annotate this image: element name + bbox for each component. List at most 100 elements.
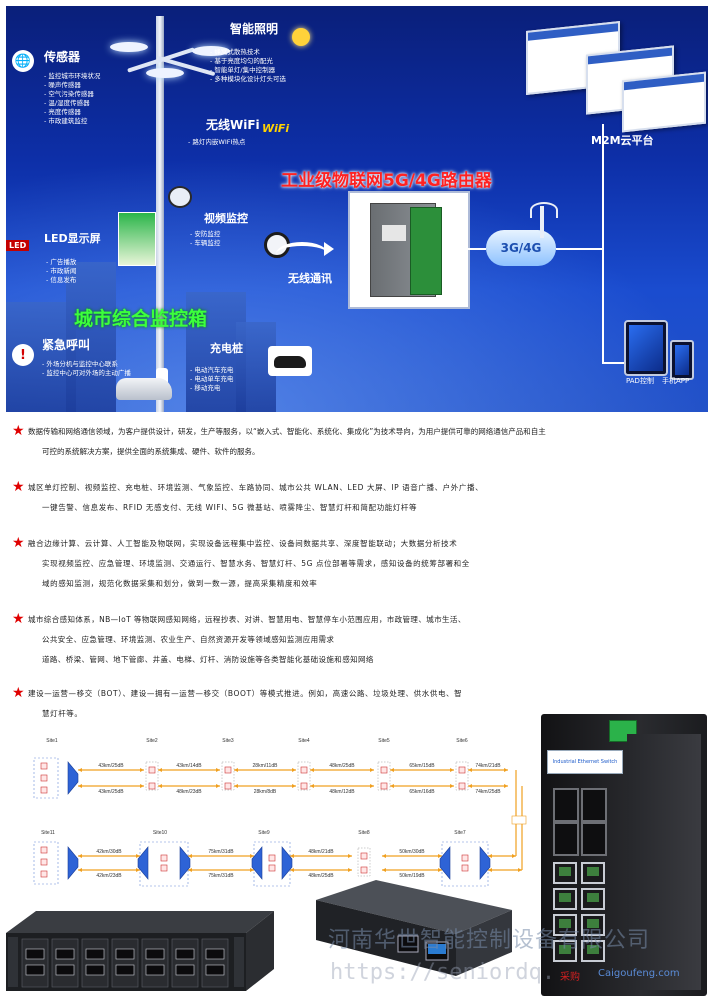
fiber-bottom-upper-arrow bbox=[290, 854, 294, 858]
site1-port bbox=[40, 762, 48, 770]
watermark-company: 河南华世智能控制设备有限公司 bbox=[328, 928, 651, 953]
link-label: 65km/16dB bbox=[409, 789, 435, 795]
site-label: Site11 bbox=[41, 830, 55, 836]
fiber-bottom-lower-arrow bbox=[348, 868, 352, 872]
sensor-list: 监控城市环境状况 噪声传感器 空气污染传感器 温/湿度传感器 亮度传感器 市政建… bbox=[44, 72, 100, 126]
sfp-port bbox=[581, 822, 607, 856]
rack-port bbox=[115, 964, 135, 976]
cloud-3g4g: 3G/4G bbox=[486, 230, 556, 266]
pole-led-panel bbox=[118, 212, 156, 266]
led-screen-item: 信息发布 bbox=[46, 276, 76, 285]
led-screen-title: LED显示屏 bbox=[44, 232, 101, 245]
pad-control-label: PAD控制 bbox=[626, 377, 654, 385]
router-sticker bbox=[382, 225, 406, 241]
rack-port bbox=[175, 948, 195, 960]
wifi-item: 路灯内嵌WIFI热点 bbox=[188, 138, 245, 147]
fiber-top-lower-arrow bbox=[504, 784, 508, 788]
antenna-tower-icon bbox=[540, 206, 544, 238]
video-title: 视频监控 bbox=[204, 212, 248, 225]
rack-module bbox=[111, 938, 139, 988]
paragraph-line: 数据传输和网络通信领域，为客户提供设计，研发，生产等服务，以“嵌入式、智能化、系… bbox=[28, 427, 546, 436]
rack-port bbox=[205, 948, 225, 960]
sfp-port bbox=[553, 788, 579, 822]
link-label: 75km/31dB bbox=[208, 873, 234, 879]
site-label: Site5 bbox=[378, 738, 390, 744]
link-label: 48km/12dB bbox=[329, 789, 355, 795]
smart-lighting-item: 多种模块化设计灯头可选 bbox=[210, 75, 286, 84]
charging-item: 移动充电 bbox=[190, 384, 233, 393]
site1-frame bbox=[33, 757, 59, 799]
fiber-bottom-lower-arrow bbox=[382, 868, 386, 872]
relay-node bbox=[360, 852, 368, 860]
star-icon: ★ bbox=[12, 611, 25, 627]
relay-node bbox=[360, 866, 368, 874]
car-image bbox=[116, 378, 172, 400]
relay-node bbox=[458, 766, 466, 774]
video-list: 安防监控 车辆监控 bbox=[190, 230, 220, 248]
smart-pole bbox=[156, 16, 164, 412]
fiber-top-lower-arrow bbox=[370, 784, 374, 788]
charging-item: 电动单车充电 bbox=[190, 375, 233, 384]
fiber-top-lower-arrow bbox=[390, 784, 394, 788]
fiber-top-upper-arrow bbox=[140, 768, 144, 772]
fiber-top-upper-arrow bbox=[158, 768, 162, 772]
smart-lighting-item: 智能单灯/集中控制器 bbox=[210, 66, 286, 75]
add-drop-port bbox=[461, 854, 469, 862]
rack-port bbox=[85, 964, 105, 976]
fiber-bottom-upper-arrow bbox=[488, 854, 492, 858]
rack-port bbox=[175, 964, 195, 976]
add-drop-mux bbox=[439, 846, 451, 880]
star-icon: ★ bbox=[12, 423, 25, 439]
feature-paragraph: ★ 建设—运营—移交（BOT）、建设—拥有—运营—移交（BOOT）等模式推进。例… bbox=[12, 684, 688, 724]
m2m-screen bbox=[622, 71, 706, 133]
rack-port bbox=[25, 948, 45, 960]
star-icon: ★ bbox=[12, 685, 25, 701]
link-label: 43km/25dB bbox=[98, 763, 124, 769]
bus-to-devices-line bbox=[602, 362, 624, 364]
feature-paragraph: ★ 数据传输和网络通信领域，为客户提供设计，研发，生产等服务，以“嵌入式、智能化… bbox=[12, 422, 688, 462]
media-converter-rack bbox=[6, 911, 274, 991]
fiber-bottom-upper-arrow bbox=[382, 854, 386, 858]
site1-mux bbox=[67, 761, 79, 795]
add-drop-port bbox=[160, 854, 168, 862]
link-label: 42km/30dB bbox=[96, 849, 122, 855]
paragraph-line: 融合边缘计算、云计算、人工智能及物联网，实现设备远程集中监控、设备间数据共享、深… bbox=[28, 539, 458, 548]
wifi-logo: WiFi bbox=[262, 122, 290, 135]
fiber-top-lower-arrow bbox=[140, 784, 144, 788]
lamp-head bbox=[110, 42, 148, 52]
add-drop-mux bbox=[179, 846, 191, 880]
rj45-port bbox=[581, 940, 605, 962]
rack-port bbox=[55, 948, 75, 960]
relay-frame bbox=[455, 761, 469, 791]
city-building bbox=[66, 262, 116, 412]
antenna-signal-icon bbox=[530, 202, 558, 218]
relay-node bbox=[224, 782, 232, 790]
rack-port bbox=[205, 964, 225, 976]
router-green-panel bbox=[410, 207, 442, 295]
link-label: 48km/25dB bbox=[308, 873, 334, 879]
link-label: 28km/11dB bbox=[253, 763, 279, 769]
relay-node bbox=[380, 782, 388, 790]
led-badge: LED bbox=[6, 240, 30, 251]
ev-car-shape bbox=[274, 356, 306, 368]
iot-smart-pole-banner: 🌐 传感器 监控城市环境状况 噪声传感器 空气污染传感器 温/湿度传感器 亮度传… bbox=[6, 6, 708, 412]
sun-icon bbox=[292, 28, 310, 46]
link-label: 74km/25dB bbox=[475, 789, 501, 795]
site11-port bbox=[40, 870, 48, 878]
fiber-bottom-lower-arrow bbox=[488, 868, 492, 872]
wifi-title: 无线WiFi bbox=[206, 118, 260, 132]
relay-node bbox=[300, 782, 308, 790]
site1-port bbox=[40, 786, 48, 794]
smart-lighting-title: 智能照明 bbox=[230, 22, 279, 36]
charging-title: 充电桩 bbox=[210, 342, 243, 355]
add-drop-port bbox=[160, 864, 168, 872]
paragraph-line: 建设—运营—移交（BOT）、建设—拥有—运营—移交（BOOT）等模式推进。例如，… bbox=[28, 689, 463, 698]
rack-port bbox=[85, 948, 105, 960]
rj45-port bbox=[581, 914, 605, 936]
link-label: 48km/25dB bbox=[329, 763, 355, 769]
add-drop-mux bbox=[281, 846, 293, 880]
rack-module bbox=[171, 938, 199, 988]
relay-node bbox=[380, 766, 388, 774]
relay-node bbox=[224, 766, 232, 774]
fiber-bottom-lower-arrow bbox=[250, 868, 254, 872]
